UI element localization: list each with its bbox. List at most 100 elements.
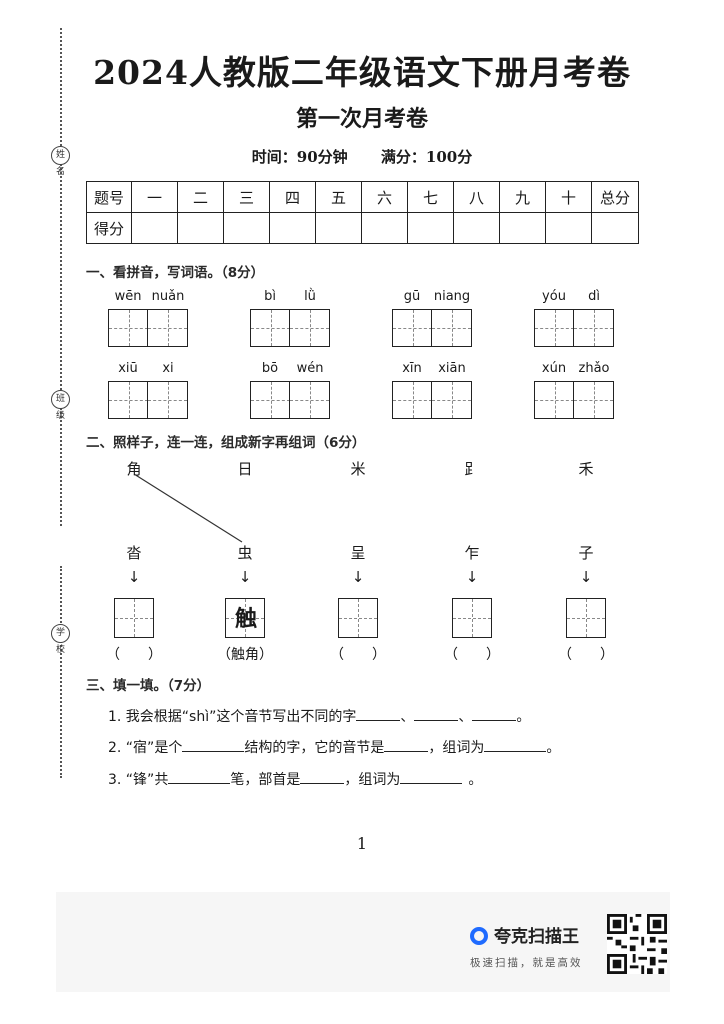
page-number: 1	[356, 834, 368, 853]
bottom-component-char[interactable]: 虫	[237, 544, 253, 562]
tianzige-box[interactable]	[147, 309, 188, 347]
score-cell[interactable]	[315, 212, 362, 244]
top-component-char[interactable]: 日	[237, 460, 253, 478]
tianzige-box[interactable]	[108, 309, 149, 347]
score-col-total: 总分	[591, 181, 639, 213]
tianzige-box[interactable]	[289, 381, 330, 419]
score-cell[interactable]	[407, 212, 454, 244]
tianzige-box[interactable]	[147, 381, 188, 419]
score-table-score-row: 得分	[86, 212, 639, 244]
tianzige-pair	[250, 381, 330, 419]
score-cell-total[interactable]	[591, 212, 639, 244]
tianzige-box[interactable]	[114, 598, 154, 638]
bottom-component-char[interactable]: 子	[578, 544, 594, 562]
tianzige-box[interactable]	[573, 309, 614, 347]
answer-blank[interactable]	[484, 737, 547, 752]
tianzige-box[interactable]	[338, 598, 378, 638]
score-row-label: 得分	[86, 212, 132, 244]
pinyin-syllable: lǜ	[304, 289, 316, 304]
score-col: 一	[131, 181, 178, 213]
tianzige-pair	[392, 309, 472, 347]
binding-dotted-line	[60, 28, 62, 526]
example-connector-line	[133, 473, 243, 543]
top-component-char[interactable]: 米	[350, 460, 366, 478]
exam-time: 时间：90分钟	[251, 148, 348, 166]
tianzige-pair	[250, 309, 330, 347]
tianzige-box[interactable]	[289, 309, 330, 347]
answer-paren-blank[interactable]: （ ）	[444, 647, 500, 663]
top-component-char[interactable]: 𧾷	[464, 460, 480, 478]
answer-blank[interactable]	[182, 737, 245, 752]
score-cell[interactable]	[499, 212, 546, 244]
page-subtitle: 第一次月考卷	[295, 106, 428, 132]
bottom-component-char[interactable]: 乍	[464, 544, 480, 562]
tianzige-box[interactable]	[452, 598, 492, 638]
tianzige-pair	[534, 381, 614, 419]
tianzige-pair	[392, 381, 472, 419]
tianzige-pair	[108, 381, 188, 419]
pinyin-syllable: bì	[264, 289, 276, 304]
pinyin-syllable: gū	[403, 289, 421, 304]
qr-code-icon	[607, 914, 667, 974]
down-arrow-icon: ↓	[351, 568, 365, 586]
answer-blank[interactable]	[168, 769, 231, 784]
pinyin-word-group: yóu dì	[534, 289, 614, 347]
exam-info: 时间：90分钟 满分：100分	[0, 146, 724, 167]
pinyin-word-group: bì lǜ	[250, 289, 330, 347]
pinyin-label: yóu dì	[534, 289, 614, 307]
bottom-component-char[interactable]: 沓	[126, 544, 142, 562]
score-cell[interactable]	[131, 212, 178, 244]
score-cell[interactable]	[453, 212, 500, 244]
tianzige-box[interactable]	[431, 381, 472, 419]
tianzige-box[interactable]	[534, 309, 575, 347]
bottom-component-char[interactable]: 呈	[350, 544, 366, 562]
section3-heading: 三、填一填。（7分）	[86, 678, 211, 694]
tianzige-box[interactable]	[573, 381, 614, 419]
quark-logo-icon	[470, 927, 488, 945]
answer-blank[interactable]	[400, 769, 463, 784]
answer-paren-blank[interactable]: （ ）	[558, 647, 614, 663]
down-arrow-icon: ↓	[238, 568, 252, 586]
pinyin-syllable: yóu	[542, 289, 566, 304]
score-col: 三	[223, 181, 270, 213]
tianzige-box[interactable]	[566, 598, 606, 638]
score-cell[interactable]	[177, 212, 224, 244]
pinyin-syllable: dì	[588, 289, 600, 304]
down-arrow-icon: ↓	[127, 568, 141, 586]
score-col: 九	[499, 181, 546, 213]
answer-blank[interactable]	[414, 706, 459, 721]
score-table-header-row: 题号 一 二 三 四 五 六 七 八 九 十 总分	[86, 181, 639, 213]
answer-paren-blank[interactable]: （ ）	[106, 647, 162, 663]
example-word: （触角）	[217, 647, 273, 663]
top-component-char[interactable]: 禾	[578, 460, 594, 478]
score-col: 八	[453, 181, 500, 213]
answer-blank[interactable]	[472, 706, 517, 721]
answer-blank[interactable]	[300, 769, 345, 784]
scanner-brand: 夸克扫描王	[470, 922, 579, 947]
tianzige-pair	[534, 309, 614, 347]
tianzige-box[interactable]	[392, 309, 433, 347]
tianzige-box[interactable]	[108, 381, 149, 419]
binding-label-class: 班级	[51, 390, 70, 421]
answer-paren-blank[interactable]: （ ）	[330, 647, 386, 663]
top-component-char[interactable]: 角	[126, 460, 142, 478]
tianzige-box[interactable]	[534, 381, 575, 419]
question-3: 3. “锋”共笔，部首是，组词为。	[108, 769, 482, 789]
score-col: 五	[315, 181, 362, 213]
tianzige-box[interactable]	[431, 309, 472, 347]
down-arrow-icon: ↓	[579, 568, 593, 586]
down-arrow-icon: ↓	[465, 568, 479, 586]
pinyin-syllable: xi	[162, 361, 174, 376]
tianzige-box[interactable]	[250, 309, 291, 347]
answer-blank[interactable]	[356, 706, 401, 721]
pinyin-syllable: zhǎo	[578, 361, 610, 376]
answer-blank[interactable]	[384, 737, 429, 752]
footer-band	[56, 892, 670, 992]
tianzige-box[interactable]	[250, 381, 291, 419]
tianzige-box[interactable]	[392, 381, 433, 419]
